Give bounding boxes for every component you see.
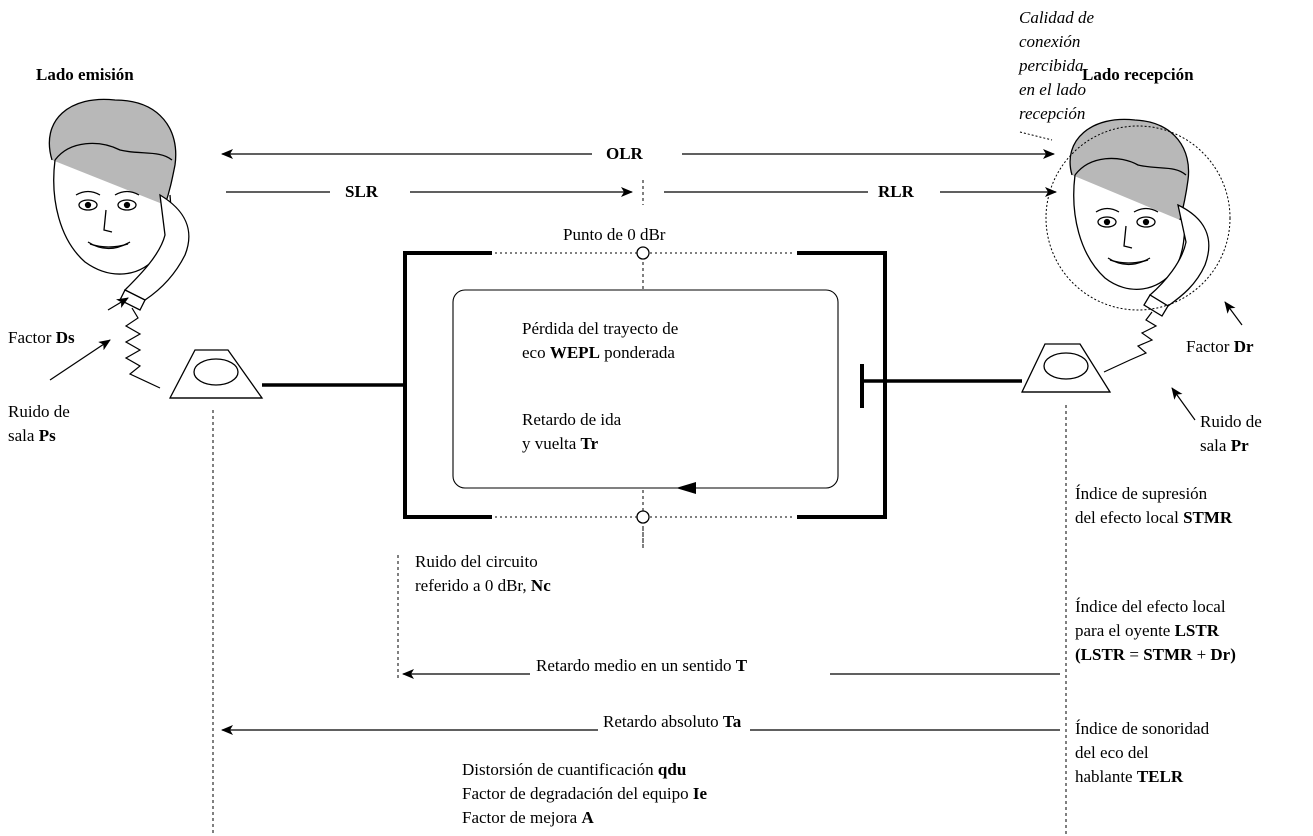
perceived-quality-circle: [1045, 125, 1231, 311]
right-handset-cord: [1103, 311, 1158, 373]
left-handset-cord: [124, 307, 161, 389]
zero-dbr-point-top: [636, 246, 650, 260]
pr-pointer: [1171, 387, 1196, 421]
circuit-noise-label: Ruido del circuito referido a 0 dBr, Nc: [415, 552, 551, 595]
listener-head-icon: [1069, 118, 1210, 317]
receiving-side-title: Lado recepción: [1082, 65, 1194, 84]
rlr-label: RLR: [878, 182, 914, 201]
ps-pointer: [49, 339, 111, 381]
factor-dr-label: Factor Dr: [1186, 337, 1254, 356]
factor-ds-label: Factor Ds: [8, 328, 75, 347]
mean-delay-label: Retardo medio en un sentido T: [536, 656, 748, 675]
telr-label: Índice de sonoridad del eco del hablante…: [1075, 719, 1210, 786]
room-noise-ps-label: Ruido de sala Ps: [8, 402, 70, 445]
olr-label: OLR: [606, 144, 643, 163]
right-phone-base-icon: [1020, 343, 1112, 393]
slr-label: SLR: [345, 182, 379, 201]
quality-line-4: en el lado: [1019, 80, 1087, 99]
impairment-factors-label: Distorsión de cuantificación qdu Factor …: [462, 760, 707, 827]
perceived-quality-note: Calidad de conexión percibida en el lado…: [1019, 6, 1094, 126]
quality-line-1: Calidad de: [1019, 8, 1095, 27]
echo-path-loss-label: Pérdida del trayecto de eco WEPL pondera…: [522, 319, 679, 362]
quality-line-5: recepción: [1019, 104, 1086, 123]
echo-direction-arrow-icon: [676, 482, 696, 494]
echo-path-loop: [452, 289, 839, 489]
dr-pointer: [1224, 301, 1243, 326]
quality-pointer: [1019, 131, 1053, 141]
round-trip-delay-label: Retardo de ida y vuelta Tr: [522, 410, 622, 453]
quality-line-2: conexión: [1019, 32, 1081, 51]
ds-pointer: [107, 297, 129, 311]
lstr-label: Índice del efecto local para el oyente L…: [1075, 597, 1236, 664]
absolute-delay-label: Retardo absoluto Ta: [603, 712, 742, 731]
transmission-circuit: [403, 251, 887, 519]
speaker-head-icon: [48, 98, 190, 311]
quality-line-3: percibida: [1019, 56, 1084, 75]
sending-side-title: Lado emisión: [36, 65, 134, 84]
zero-dbr-label: Punto de 0 dBr: [563, 225, 666, 244]
zero-dbr-point-bottom: [636, 510, 650, 524]
room-noise-pr-label: Ruido de sala Pr: [1200, 412, 1262, 455]
left-phone-base-icon: [168, 349, 264, 399]
stmr-label: Índice de supresión del efecto local STM…: [1075, 484, 1233, 527]
